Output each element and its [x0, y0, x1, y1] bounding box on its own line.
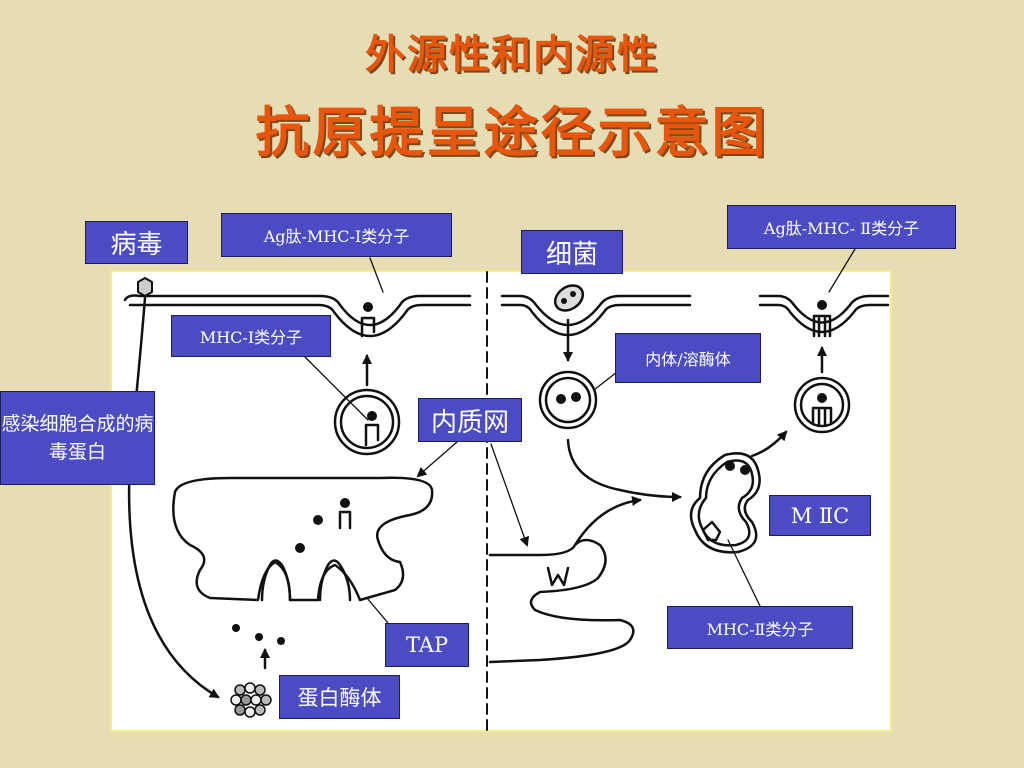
virus-particle-icon [137, 277, 153, 297]
mhc1-membrane-icon [360, 302, 376, 338]
label-endosome-lysosome: 内体/溶酶体 [615, 333, 761, 383]
endosome-to-miic-arrow [566, 438, 682, 502]
membrane-left [123, 294, 472, 338]
label-virus: 病毒 [85, 221, 188, 264]
title-line-1: 外源性和内源性 [365, 32, 659, 78]
endosome-icon [538, 370, 598, 430]
leader-lines [304, 248, 856, 624]
mhc2-membrane-icon [812, 300, 832, 338]
proteasome-icon [230, 682, 272, 718]
bacteria-icon [553, 284, 585, 312]
tap-icon [260, 559, 352, 602]
label-mhc2: MHC-Ⅱ类分子 [667, 606, 853, 649]
label-mhc1: MHC-Ⅰ类分子 [171, 315, 331, 357]
mhc1-er-icon [338, 498, 352, 530]
peptides-icon [232, 515, 323, 645]
title-line-2: 抗原提呈途径示意图 [255, 101, 769, 164]
label-ag-peptide-mhc2: Ag肽-MHC- Ⅱ类分子 [727, 205, 956, 249]
label-proteasome: 蛋白酶体 [279, 675, 400, 719]
vesicle-mhc2-icon [793, 376, 851, 434]
miic-icon [689, 452, 761, 554]
mhc2-er-icon [546, 566, 570, 587]
label-ag-peptide-mhc1: Ag肽-MHC-Ⅰ类分子 [221, 213, 452, 257]
label-tap: TAP [385, 623, 469, 667]
miic-up-arrow [750, 430, 788, 458]
label-infected-cell-protein: 感染细胞合成的病毒蛋白 [0, 391, 155, 485]
label-bacteria: 细菌 [521, 230, 623, 274]
label-miic: M ⅡC [769, 495, 871, 536]
er-left-shape [172, 476, 434, 602]
er-to-miic-arrow [573, 496, 642, 547]
vesicle-mhc1-icon [333, 388, 401, 456]
er-right-shape [488, 538, 635, 664]
label-er: 内质网 [418, 398, 522, 442]
